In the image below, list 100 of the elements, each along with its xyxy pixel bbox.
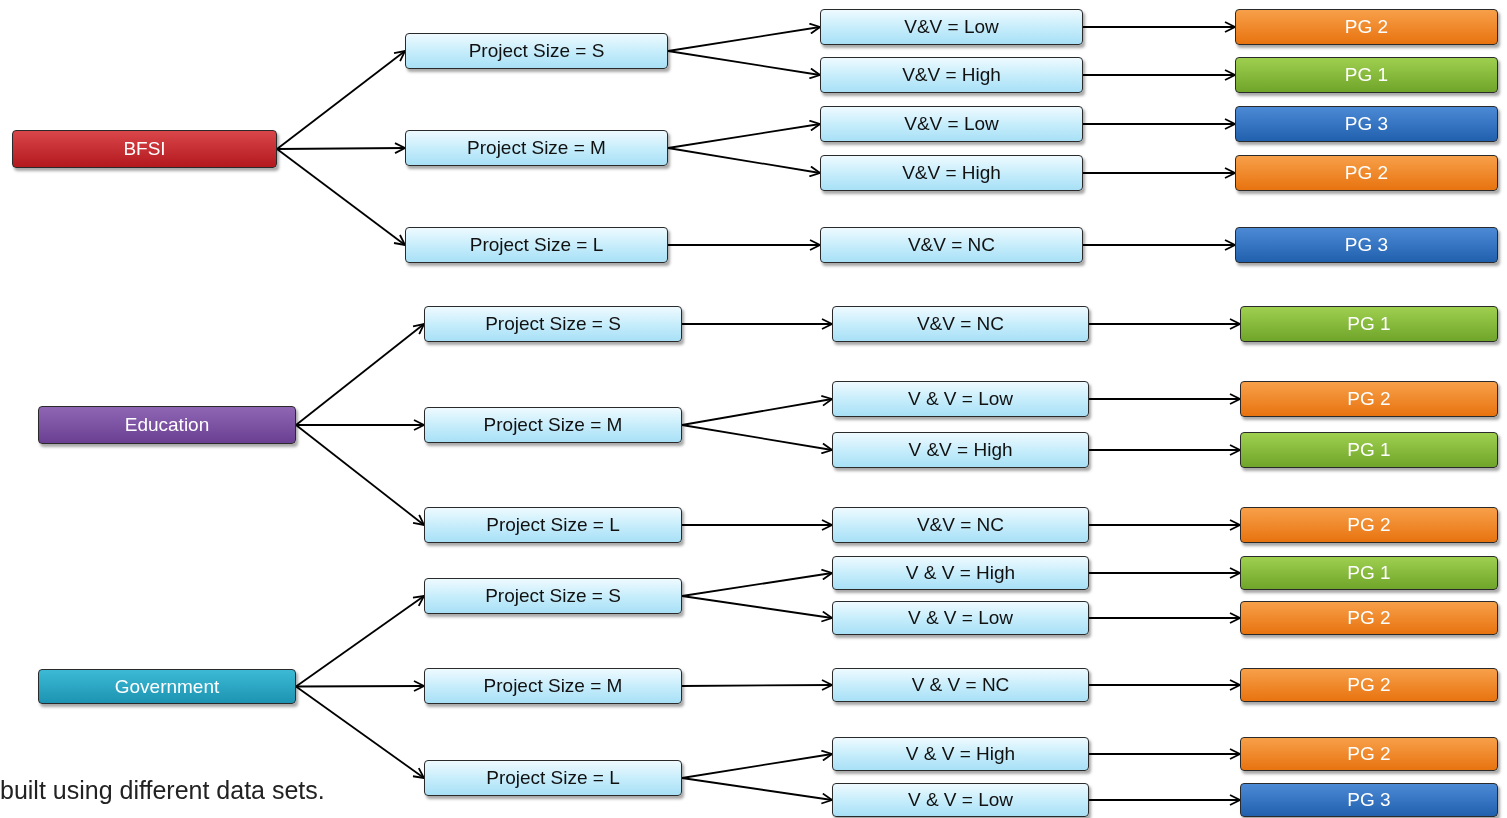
group-box <box>1235 155 1498 191</box>
category-box <box>38 669 296 704</box>
arrow <box>1088 444 1241 456</box>
node-label: Project Size = L <box>486 514 620 536</box>
group-box <box>1235 57 1498 93</box>
criteria-box <box>832 737 1089 771</box>
node-label: PG 2 <box>1347 514 1391 536</box>
arrow <box>1088 567 1241 579</box>
node-label: PG 3 <box>1347 789 1391 811</box>
criteria-box <box>424 760 682 796</box>
node-label: Project Size = S <box>485 313 621 335</box>
group-box <box>1240 556 1498 590</box>
node-label: Project Size = L <box>486 767 620 789</box>
node-label: Education <box>124 414 210 436</box>
node-label: PG 3 <box>1344 234 1389 256</box>
criteria-box <box>820 106 1083 142</box>
criteria-box <box>832 783 1089 817</box>
group-box <box>1235 106 1498 142</box>
arrow <box>681 519 833 531</box>
group-box <box>1240 783 1498 817</box>
group-box <box>1240 432 1498 468</box>
arrow <box>1088 519 1241 531</box>
criteria-box <box>832 306 1089 342</box>
group-box <box>1240 507 1498 543</box>
node-label: V&V = NC <box>916 514 1005 536</box>
node-label: PG 2 <box>1344 162 1389 184</box>
node-label: V&V = NC <box>916 313 1005 335</box>
arrow <box>295 680 425 692</box>
group-box <box>1240 737 1498 771</box>
arrow <box>1082 239 1236 251</box>
group-box <box>1235 9 1498 45</box>
arrow <box>295 595 425 688</box>
node-label: PG 1 <box>1347 439 1391 461</box>
arrow <box>681 679 833 691</box>
criteria-box <box>832 556 1089 590</box>
criteria-box <box>405 130 668 166</box>
arrow <box>1088 748 1241 760</box>
criteria-box <box>424 668 682 704</box>
criteria-box <box>832 432 1089 468</box>
node-label: PG 1 <box>1344 64 1389 86</box>
arrow <box>295 685 425 779</box>
arrow <box>681 394 833 426</box>
arrow <box>1082 21 1236 33</box>
node-label: PG 2 <box>1347 743 1391 765</box>
arrow <box>681 318 833 330</box>
arrow <box>295 323 425 426</box>
node-label: V &V = High <box>908 439 1013 461</box>
node-label: PG 2 <box>1347 388 1391 410</box>
arrow <box>1088 318 1241 330</box>
criteria-box <box>424 407 682 443</box>
node-label: V & V = Low <box>907 388 1014 410</box>
node-label: V&V = High <box>902 64 1001 86</box>
node-label: PG 2 <box>1347 607 1391 629</box>
arrow <box>1082 69 1236 81</box>
arrow <box>667 147 821 178</box>
criteria-box <box>424 507 682 543</box>
node-label: Project Size = M <box>483 675 623 697</box>
node-label: V & V = High <box>905 562 1016 584</box>
criteria-box <box>820 57 1083 93</box>
criteria-box <box>832 381 1089 417</box>
node-label: V&V = Low <box>904 113 999 135</box>
node-label: V&V = Low <box>904 16 999 38</box>
arrow <box>681 424 833 455</box>
arrow <box>667 50 821 80</box>
criteria-box <box>832 668 1089 702</box>
arrow <box>295 424 425 526</box>
group-box <box>1235 227 1498 263</box>
criteria-box <box>424 578 682 614</box>
arrow <box>276 50 406 150</box>
arrow <box>295 419 425 431</box>
arrow <box>276 142 406 154</box>
node-label: Government <box>114 675 220 698</box>
category-box <box>12 130 277 168</box>
node-label: PG 2 <box>1347 674 1391 696</box>
criteria-box <box>405 33 668 69</box>
group-box <box>1240 306 1498 342</box>
node-label: V & V = Low <box>907 607 1014 629</box>
arrow <box>1088 612 1241 624</box>
node-label: Project Size = M <box>483 414 623 436</box>
node-label: Project Size = S <box>468 40 605 62</box>
group-box <box>1240 601 1498 635</box>
arrow <box>1088 794 1241 806</box>
criteria-box <box>405 227 668 263</box>
criteria-box <box>820 155 1083 191</box>
node-label: V&V = High <box>902 162 1001 184</box>
criteria-box <box>832 601 1089 635</box>
node-label: V&V = NC <box>907 234 996 256</box>
arrow <box>681 595 833 623</box>
arrow <box>1088 393 1241 405</box>
arrow <box>1082 118 1236 130</box>
criteria-box <box>820 227 1083 263</box>
arrow <box>276 148 406 246</box>
category-box <box>38 406 296 444</box>
node-label: Project Size = L <box>469 234 604 256</box>
group-box <box>1240 381 1498 417</box>
arrow <box>667 239 821 251</box>
arrow <box>1082 167 1236 179</box>
node-label: PG 1 <box>1347 313 1391 335</box>
criteria-box <box>820 9 1083 45</box>
arrow <box>1088 679 1241 691</box>
